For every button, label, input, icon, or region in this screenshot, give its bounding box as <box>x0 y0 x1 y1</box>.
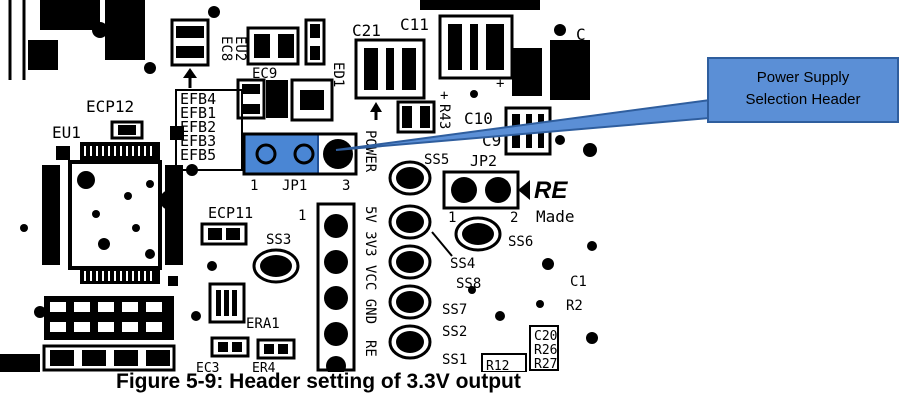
callout-line-2: Selection Header <box>745 91 860 108</box>
label-r12: R12 <box>486 359 509 372</box>
label-efb4: EFB4 <box>180 90 216 108</box>
label-r43: R43 <box>436 104 452 129</box>
label-c: C <box>576 25 586 44</box>
label-jp2-pin1: 1 <box>448 210 456 226</box>
label-header-vertical: 5V 3V3 VCC GND <box>362 206 378 324</box>
label-r27: R27 <box>534 357 557 372</box>
label-ecp12: ECP12 <box>86 97 134 116</box>
label-ss7: SS7 <box>442 302 467 318</box>
label-jp2-pin2: 2 <box>510 210 518 226</box>
label-ss6: SS6 <box>508 234 533 250</box>
jp2-header <box>442 170 597 321</box>
label-re-vertical: RE <box>362 340 378 357</box>
label-ss3: SS3 <box>266 232 291 248</box>
silk-labels: EU2 EC8 EC9 ED1 C21 C11 C + + R43 C10 C9… <box>52 15 587 376</box>
label-eu2: EU2 <box>232 36 248 61</box>
label-ed1: ED1 <box>330 62 346 87</box>
jp1-pin-3 <box>323 139 353 169</box>
ecp11-ss3 <box>191 222 300 321</box>
board-edge-rails <box>8 0 156 80</box>
label-jp1-pin3: 3 <box>342 178 350 194</box>
figure-caption: Figure 5-9: Header setting of 3.3V outpu… <box>116 370 521 393</box>
pcb-silkscreen: EU2 EC8 EC9 ED1 C21 C11 C + + R43 C10 C9… <box>0 0 901 376</box>
power-supply-callout: Power Supply Selection Header <box>335 57 899 151</box>
jp1-pin-2 <box>293 143 315 165</box>
label-ss8: SS8 <box>456 276 481 292</box>
efb-box <box>175 89 243 171</box>
label-ss1: SS1 <box>442 352 467 368</box>
label-efb2: EFB2 <box>180 118 216 136</box>
era1 <box>208 282 246 324</box>
label-c21: C21 <box>352 21 381 40</box>
test-point-column <box>388 160 453 360</box>
label-r2: R2 <box>566 298 583 314</box>
label-jp1: JP1 <box>282 178 307 194</box>
label-eu1: EU1 <box>52 123 81 142</box>
jp1-pin-1 <box>255 143 277 165</box>
electrolytic-caps <box>354 0 590 100</box>
callout-box <box>707 57 899 123</box>
label-ss2: SS2 <box>442 324 467 340</box>
callout-line-1: Power Supply <box>757 69 850 86</box>
label-efb3: EFB3 <box>180 132 216 150</box>
jp1-header <box>242 132 358 176</box>
label-efb1: EFB1 <box>180 104 216 122</box>
label-plus-1: + <box>496 76 504 92</box>
label-c20: C20 <box>534 329 557 344</box>
power-output-header <box>316 202 356 376</box>
label-jp2: JP2 <box>470 152 497 170</box>
label-c1-right: C1 <box>570 274 587 290</box>
label-c11: C11 <box>400 15 429 34</box>
label-ss4: SS4 <box>450 256 475 272</box>
label-efb5: EFB5 <box>180 146 216 164</box>
top-components <box>170 6 334 122</box>
eu1-region <box>20 120 198 318</box>
label-ecp11: ECP11 <box>208 204 253 222</box>
label-ec8: EC8 <box>218 36 234 61</box>
jp1-highlight <box>243 133 319 175</box>
label-era1: ERA1 <box>246 316 280 332</box>
label-power-vertical: POWER <box>362 130 378 173</box>
label-logo: RE <box>534 177 568 204</box>
label-jp1-pin1: 1 <box>250 178 258 194</box>
logo-mark <box>518 180 530 200</box>
label-made: Made <box>536 207 575 226</box>
label-ss5: SS5 <box>424 152 449 168</box>
bottom-right-parts <box>481 300 598 373</box>
label-r26: R26 <box>534 343 557 358</box>
label-c10: C10 <box>464 109 493 128</box>
bottom-left-packs <box>0 296 296 372</box>
label-ec9: EC9 <box>252 66 277 82</box>
label-plus-2: + <box>440 88 448 104</box>
label-hdr-pin1: 1 <box>298 208 306 224</box>
